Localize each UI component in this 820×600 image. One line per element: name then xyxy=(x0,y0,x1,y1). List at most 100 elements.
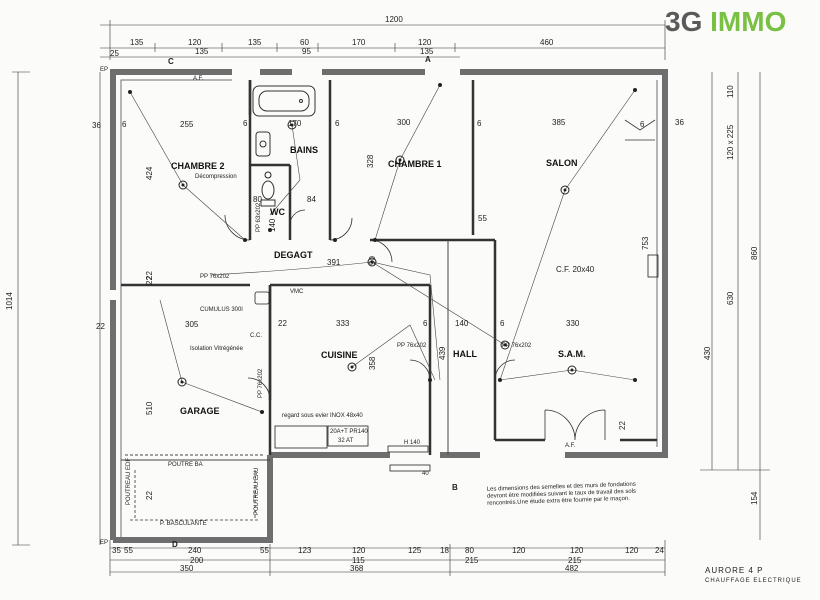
room-label-hall: HALL xyxy=(453,349,477,359)
dim-22-1: 22 xyxy=(278,319,287,328)
mark-d: D xyxy=(172,540,178,549)
outer-walls xyxy=(110,69,668,543)
dim-right-b: 120 x 225 xyxy=(726,124,735,160)
mark-ep-bottom: EP xyxy=(100,540,108,546)
dim-bottom-4: 55 xyxy=(260,546,269,555)
garage-door xyxy=(130,470,260,521)
washbasin xyxy=(255,131,271,157)
dim-bottom-8: 18 xyxy=(440,546,449,555)
label-poutre: POUTRE BA xyxy=(168,462,203,468)
dim-40: 40 xyxy=(422,471,429,477)
dim-six-3: 6 xyxy=(477,119,482,128)
dim-left-b: 22 xyxy=(96,322,105,331)
plan-subtitle: CHAUFFAGE ELECTRIQUE xyxy=(705,578,802,584)
label-cf: C.F. 20x40 xyxy=(556,265,595,274)
dim-left-total: 1014 xyxy=(5,292,14,310)
dim-bottom-r3-1: 350 xyxy=(180,564,194,573)
dim-bottom-1: 35 xyxy=(112,546,121,555)
dim-bottom-r3-2: 368 xyxy=(350,564,364,573)
light-point-hall xyxy=(500,340,510,350)
dim-salon-width: 385 xyxy=(552,118,566,127)
dim-bottom-6: 120 xyxy=(352,546,366,555)
dim-bottom-3: 240 xyxy=(188,546,202,555)
dim-bottom-11: 120 xyxy=(570,546,584,555)
label-af-1: A.F. xyxy=(193,76,204,82)
right-dimension-lines xyxy=(700,72,770,540)
label-cc: C.C. xyxy=(250,333,262,339)
dim-chambre1-height: 328 xyxy=(366,154,375,168)
bottom-dimension-lines xyxy=(109,540,666,576)
light-point-cuisine xyxy=(347,362,357,372)
label-isolation: Isolation Vitrégénée xyxy=(190,346,244,352)
label-pp-4: PP 76x202 xyxy=(258,368,264,398)
mark-b: B xyxy=(452,483,458,492)
label-elec1: 20A+T PR140 xyxy=(330,429,368,435)
left-dimension-lines xyxy=(12,71,101,546)
label-elec2: 32 AT xyxy=(338,438,354,444)
dim-bottom-2: 55 xyxy=(124,546,133,555)
dim-h140: H 140 xyxy=(404,440,421,446)
label-decompression: Décompression xyxy=(195,174,237,180)
light-point-degagement xyxy=(367,257,377,267)
dim-bottom-12: 120 xyxy=(625,546,639,555)
dim-wc-height: 140 xyxy=(268,218,277,232)
dim-top-4: 60 xyxy=(300,38,309,47)
label-regard: regard sous evier INOX 48x40 xyxy=(282,413,363,419)
room-label-cuisine: CUISINE xyxy=(321,350,358,360)
dim-bottom-7: 125 xyxy=(408,546,422,555)
dim-22-4: 22 xyxy=(145,276,154,285)
dim-bottom-9: 80 xyxy=(465,546,474,555)
dim-six-1: 6 xyxy=(243,119,248,128)
dim-degagement-height: 90 xyxy=(368,256,377,265)
dim-bottom-r2-4: 215 xyxy=(568,556,582,565)
wiring xyxy=(129,84,636,413)
dim-degagement-width: 391 xyxy=(327,258,341,267)
mark-a: A xyxy=(425,55,431,64)
room-label-chambre1: CHAMBRE 1 xyxy=(388,159,442,169)
dim-left-e: 22 xyxy=(145,271,154,280)
room-label-wc: WC xyxy=(270,207,285,217)
dim-bottom-10: 120 xyxy=(512,546,526,555)
dim-top-total: 1200 xyxy=(385,15,403,24)
room-label-sam: S.A.M. xyxy=(558,349,586,359)
label-basculante: P. BASCULANTE xyxy=(160,521,207,527)
dim-six-4: 6 xyxy=(423,319,428,328)
toilet xyxy=(260,180,276,207)
label-poutreau-edf: POUTREAU EDF xyxy=(126,458,132,505)
brand-logo-part2: IMMO xyxy=(710,6,787,37)
dim-left-d: 510 xyxy=(145,401,154,415)
label-poutreau-eau: POUTREAU EAU xyxy=(254,468,260,515)
mark-ep-top: EP xyxy=(100,67,108,73)
dim-hall-height: 439 xyxy=(438,346,447,360)
wall-inner-lines xyxy=(120,79,658,540)
dim-gap-55: 55 xyxy=(478,214,487,223)
label-af-2: A.F. xyxy=(565,443,576,449)
light-point-chambre1 xyxy=(395,155,405,165)
mark-c: C xyxy=(168,57,174,66)
dim-chambre1-width: 300 xyxy=(397,118,411,127)
dim-chambre2-width: 255 xyxy=(180,120,194,129)
light-points xyxy=(177,120,577,387)
dim-right-f: 154 xyxy=(750,491,759,505)
label-pp-3: PP 76x202 xyxy=(502,343,532,349)
light-point-wc xyxy=(264,171,272,179)
dim-right-a: 110 xyxy=(726,85,735,98)
light-point-chambre2 xyxy=(178,180,188,190)
dim-left-c: 424 xyxy=(145,166,154,180)
dim-six-2: 6 xyxy=(335,119,340,128)
dim-hall-width: 140 xyxy=(455,319,469,328)
room-label-bains: BAINS xyxy=(290,145,318,155)
dim-top-7: 460 xyxy=(540,38,554,47)
light-point-salon xyxy=(560,185,570,195)
misc-boxes xyxy=(254,254,659,472)
dim-top-2: 120 xyxy=(188,38,202,47)
dim-right-c: 860 xyxy=(750,246,759,260)
room-label-salon: SALON xyxy=(546,158,578,168)
label-pp-5: PP 63x202 xyxy=(256,202,262,232)
dim-top-r2-2: 135 xyxy=(195,47,209,56)
light-point-bains xyxy=(287,120,297,130)
plan-title: AURORE 4 P xyxy=(705,566,764,575)
dim-right-g: 36 xyxy=(675,118,684,127)
dim-six-7: 6 xyxy=(640,120,645,129)
